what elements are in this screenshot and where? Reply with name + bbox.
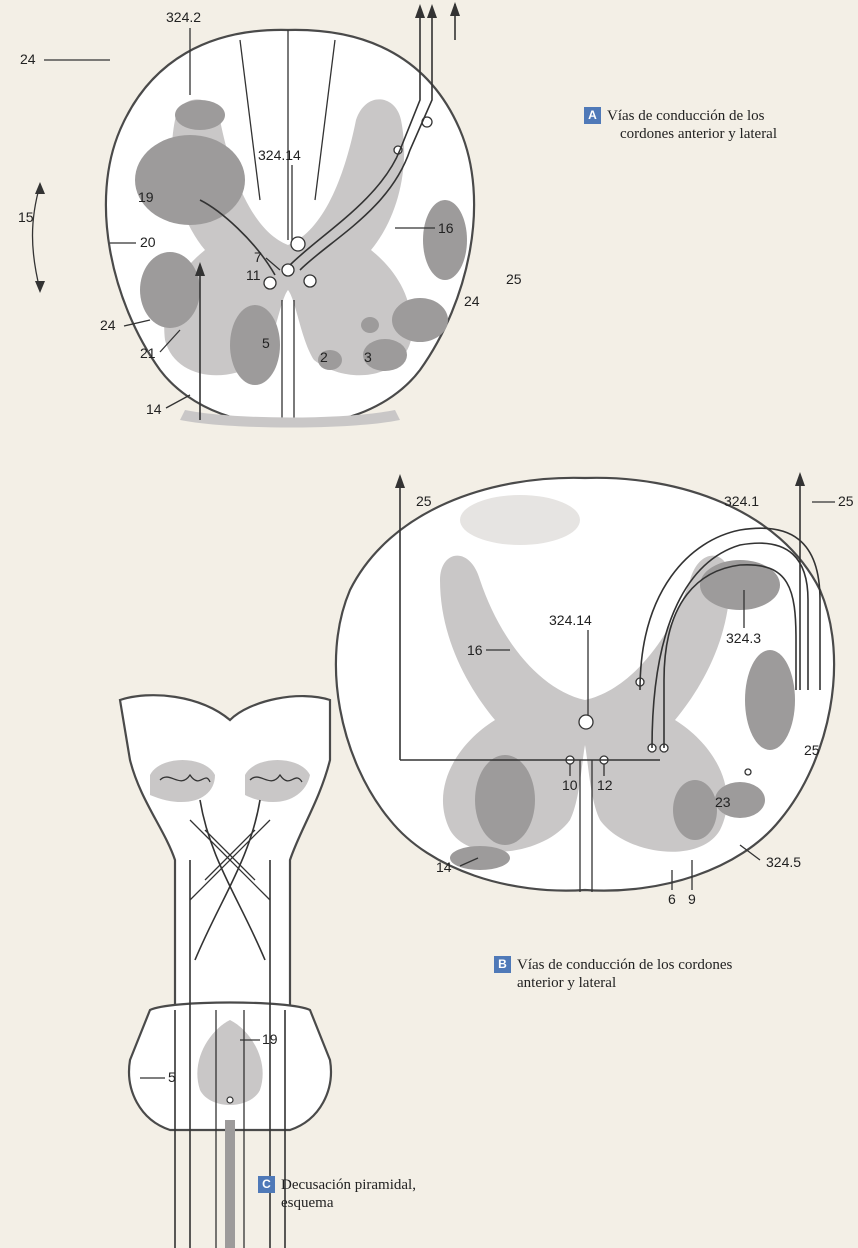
label-16-b: 16 bbox=[467, 642, 483, 658]
caption-c-line2: esquema bbox=[281, 1194, 508, 1212]
label-324-14-b: 324.14 bbox=[549, 612, 592, 628]
label-11: 11 bbox=[246, 267, 261, 283]
caption-a-line1: Vías de conducción de los bbox=[607, 108, 764, 124]
caption-c: C Decusación piramidal, esquema bbox=[258, 1176, 508, 1212]
label-25-b-left: 25 bbox=[416, 493, 432, 509]
label-5-a: 5 bbox=[262, 335, 270, 351]
label-5-c: 5 bbox=[168, 1069, 176, 1085]
label-324-5: 324.5 bbox=[766, 854, 801, 870]
label-324-1: 324.1 bbox=[724, 493, 759, 509]
label-10: 10 bbox=[562, 777, 578, 793]
label-9: 9 bbox=[688, 891, 696, 907]
badge-a: A bbox=[584, 107, 601, 124]
label-23: 23 bbox=[715, 794, 731, 810]
label-24-c: 24 bbox=[100, 317, 116, 333]
label-324-2: 324.2 bbox=[166, 9, 201, 25]
badge-c: C bbox=[258, 1176, 275, 1193]
label-16-a: 16 bbox=[438, 220, 454, 236]
label-25-b-mid: 25 bbox=[804, 742, 820, 758]
label-12: 12 bbox=[597, 777, 613, 793]
label-21: 21 bbox=[140, 345, 156, 361]
label-25-b-right: 25 bbox=[838, 493, 854, 509]
label-6: 6 bbox=[668, 891, 676, 907]
label-14-a: 14 bbox=[146, 401, 162, 417]
badge-b: B bbox=[494, 956, 511, 973]
label-24-b: 24 bbox=[464, 293, 480, 309]
label-19-c: 19 bbox=[262, 1031, 278, 1047]
figure-b-spinal-cord bbox=[336, 472, 834, 892]
label-19: 19 bbox=[138, 189, 154, 205]
label-24-a: 24 bbox=[20, 51, 36, 67]
label-25-a: 25 bbox=[506, 271, 522, 287]
label-20: 20 bbox=[140, 234, 156, 250]
label-14-b: 14 bbox=[436, 859, 452, 875]
caption-c-line1: Decusación piramidal, bbox=[281, 1177, 416, 1193]
figure-c-pyramidal-decussation bbox=[120, 695, 331, 1248]
label-324-3: 324.3 bbox=[726, 630, 761, 646]
caption-b-line1: Vías de conducción de los cordones bbox=[517, 957, 732, 973]
label-324-14-a: 324.14 bbox=[258, 147, 301, 163]
label-7: 7 bbox=[254, 249, 262, 265]
caption-b: B Vías de conducción de los cordones ante… bbox=[494, 956, 764, 992]
caption-b-line2: anterior y lateral bbox=[517, 974, 764, 992]
caption-a-line2: cordones anterior y lateral bbox=[620, 125, 854, 143]
caption-a: A Vías de conducción de los cordones ante… bbox=[584, 107, 854, 143]
figure-a-spinal-cord bbox=[33, 2, 475, 428]
label-2: 2 bbox=[320, 349, 328, 365]
label-3: 3 bbox=[364, 349, 372, 365]
label-15: 15 bbox=[18, 209, 34, 225]
